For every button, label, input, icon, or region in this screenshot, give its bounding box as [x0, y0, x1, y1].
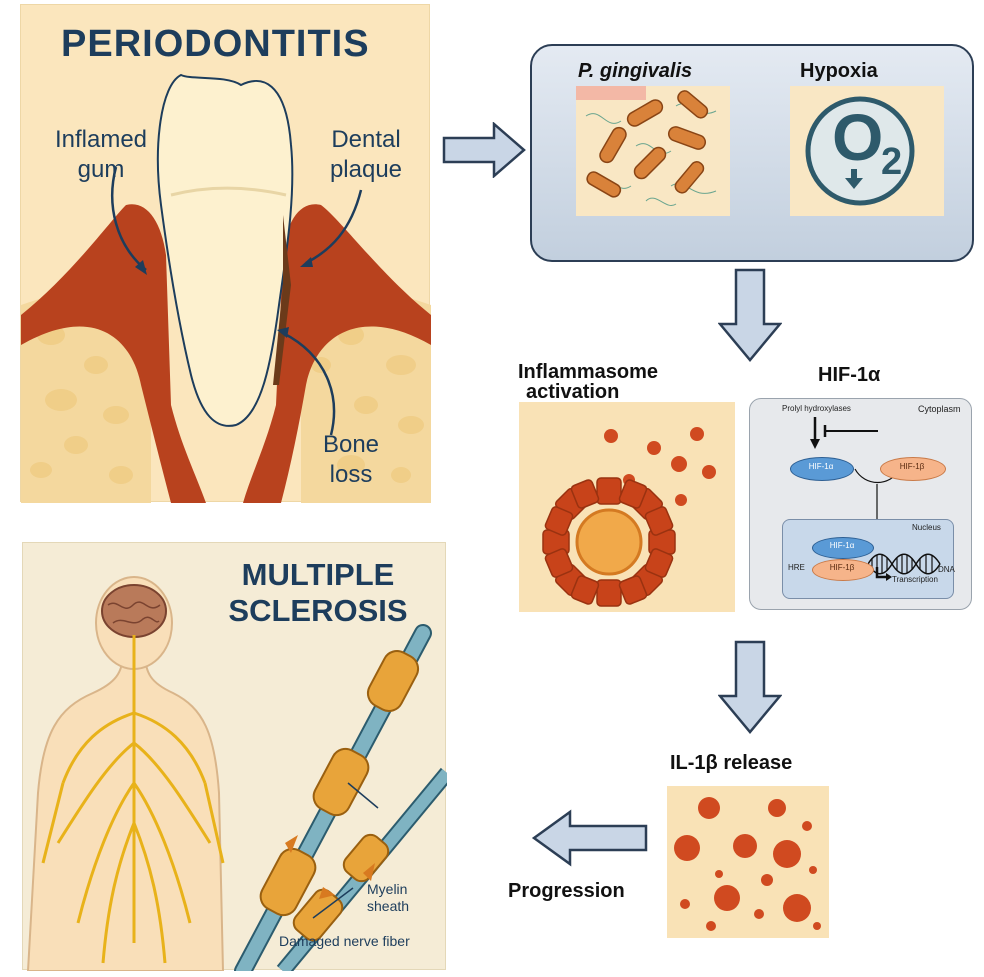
o2-subscript: 2 [881, 141, 903, 183]
hif1a-label: HIF-1α [808, 462, 834, 471]
nucleus-label: Nucleus [912, 523, 941, 532]
arrow-down-icon [718, 640, 782, 734]
bacteria-label: P. gingivalis [578, 60, 693, 82]
tooth-illustration [21, 73, 431, 503]
label-inflamed-gum: Inflamed gum [54, 126, 148, 183]
periodontitis-title: PERIODONTITIS [61, 23, 370, 65]
label-bone-loss: Bone loss [322, 431, 380, 488]
ms-illustration [26, 576, 447, 971]
hif1b-nuclear-oval [812, 559, 874, 581]
transcription-arrow-icon [875, 567, 892, 581]
myelin-sheath-label: Myelin sheath [367, 881, 410, 914]
hif1a-oval [790, 457, 854, 481]
triggers-panel: P. gingivalis Hypoxia O 2 [530, 44, 974, 262]
dna-label: DNA [938, 565, 955, 574]
hif-title: HIF-1α [818, 364, 881, 386]
il1b-illustration [667, 786, 829, 938]
ms-title: MULTIPLE SCLEROSIS [228, 557, 408, 628]
prolyl-label: Prolyl hydroxylases [782, 404, 851, 413]
il1b-title: IL-1β release [670, 752, 793, 774]
ms-panel: MULTIPLE SCLEROSIS Myelin sheath Damaged… [22, 542, 447, 971]
hif1b-nuclear-label: HIF-1β [829, 563, 855, 572]
hypoxia-label: Hypoxia [800, 60, 878, 82]
arrow-down-icon [718, 268, 782, 362]
periodontitis-panel: PERIODONTITIS Inflamed gum Dental plaque… [20, 4, 431, 503]
hre-label: HRE [788, 563, 805, 572]
bacteria-illustration [576, 86, 730, 216]
hif-diagram: Prolyl hydroxylases Cytoplasm HIF-1α HIF… [749, 398, 972, 610]
transcription-label: Transcription [892, 575, 938, 584]
hif1a-nuclear-label: HIF-1α [829, 541, 855, 550]
dna-icon [868, 553, 941, 575]
hypoxia-icon [790, 86, 944, 216]
progression-label: Progression [508, 880, 625, 902]
nucleus-box [782, 519, 954, 599]
arrow-right-icon [442, 122, 526, 178]
arrow-left-icon [531, 809, 648, 867]
o2-symbol: O [832, 100, 884, 174]
label-dental-plaque: Dental plaque [329, 126, 403, 183]
hif1b-label: HIF-1β [899, 462, 925, 471]
hif-pathway-lines [810, 417, 901, 521]
cytoplasm-label: Cytoplasm [918, 404, 961, 414]
inflammasome-illustration [519, 402, 735, 612]
hif1b-oval [880, 457, 946, 481]
inflammasome-title: Inflammasome activation [518, 361, 659, 403]
damaged-nerve-label: Damaged nerve fiber [279, 933, 410, 949]
down-arrow-icon [845, 169, 863, 189]
